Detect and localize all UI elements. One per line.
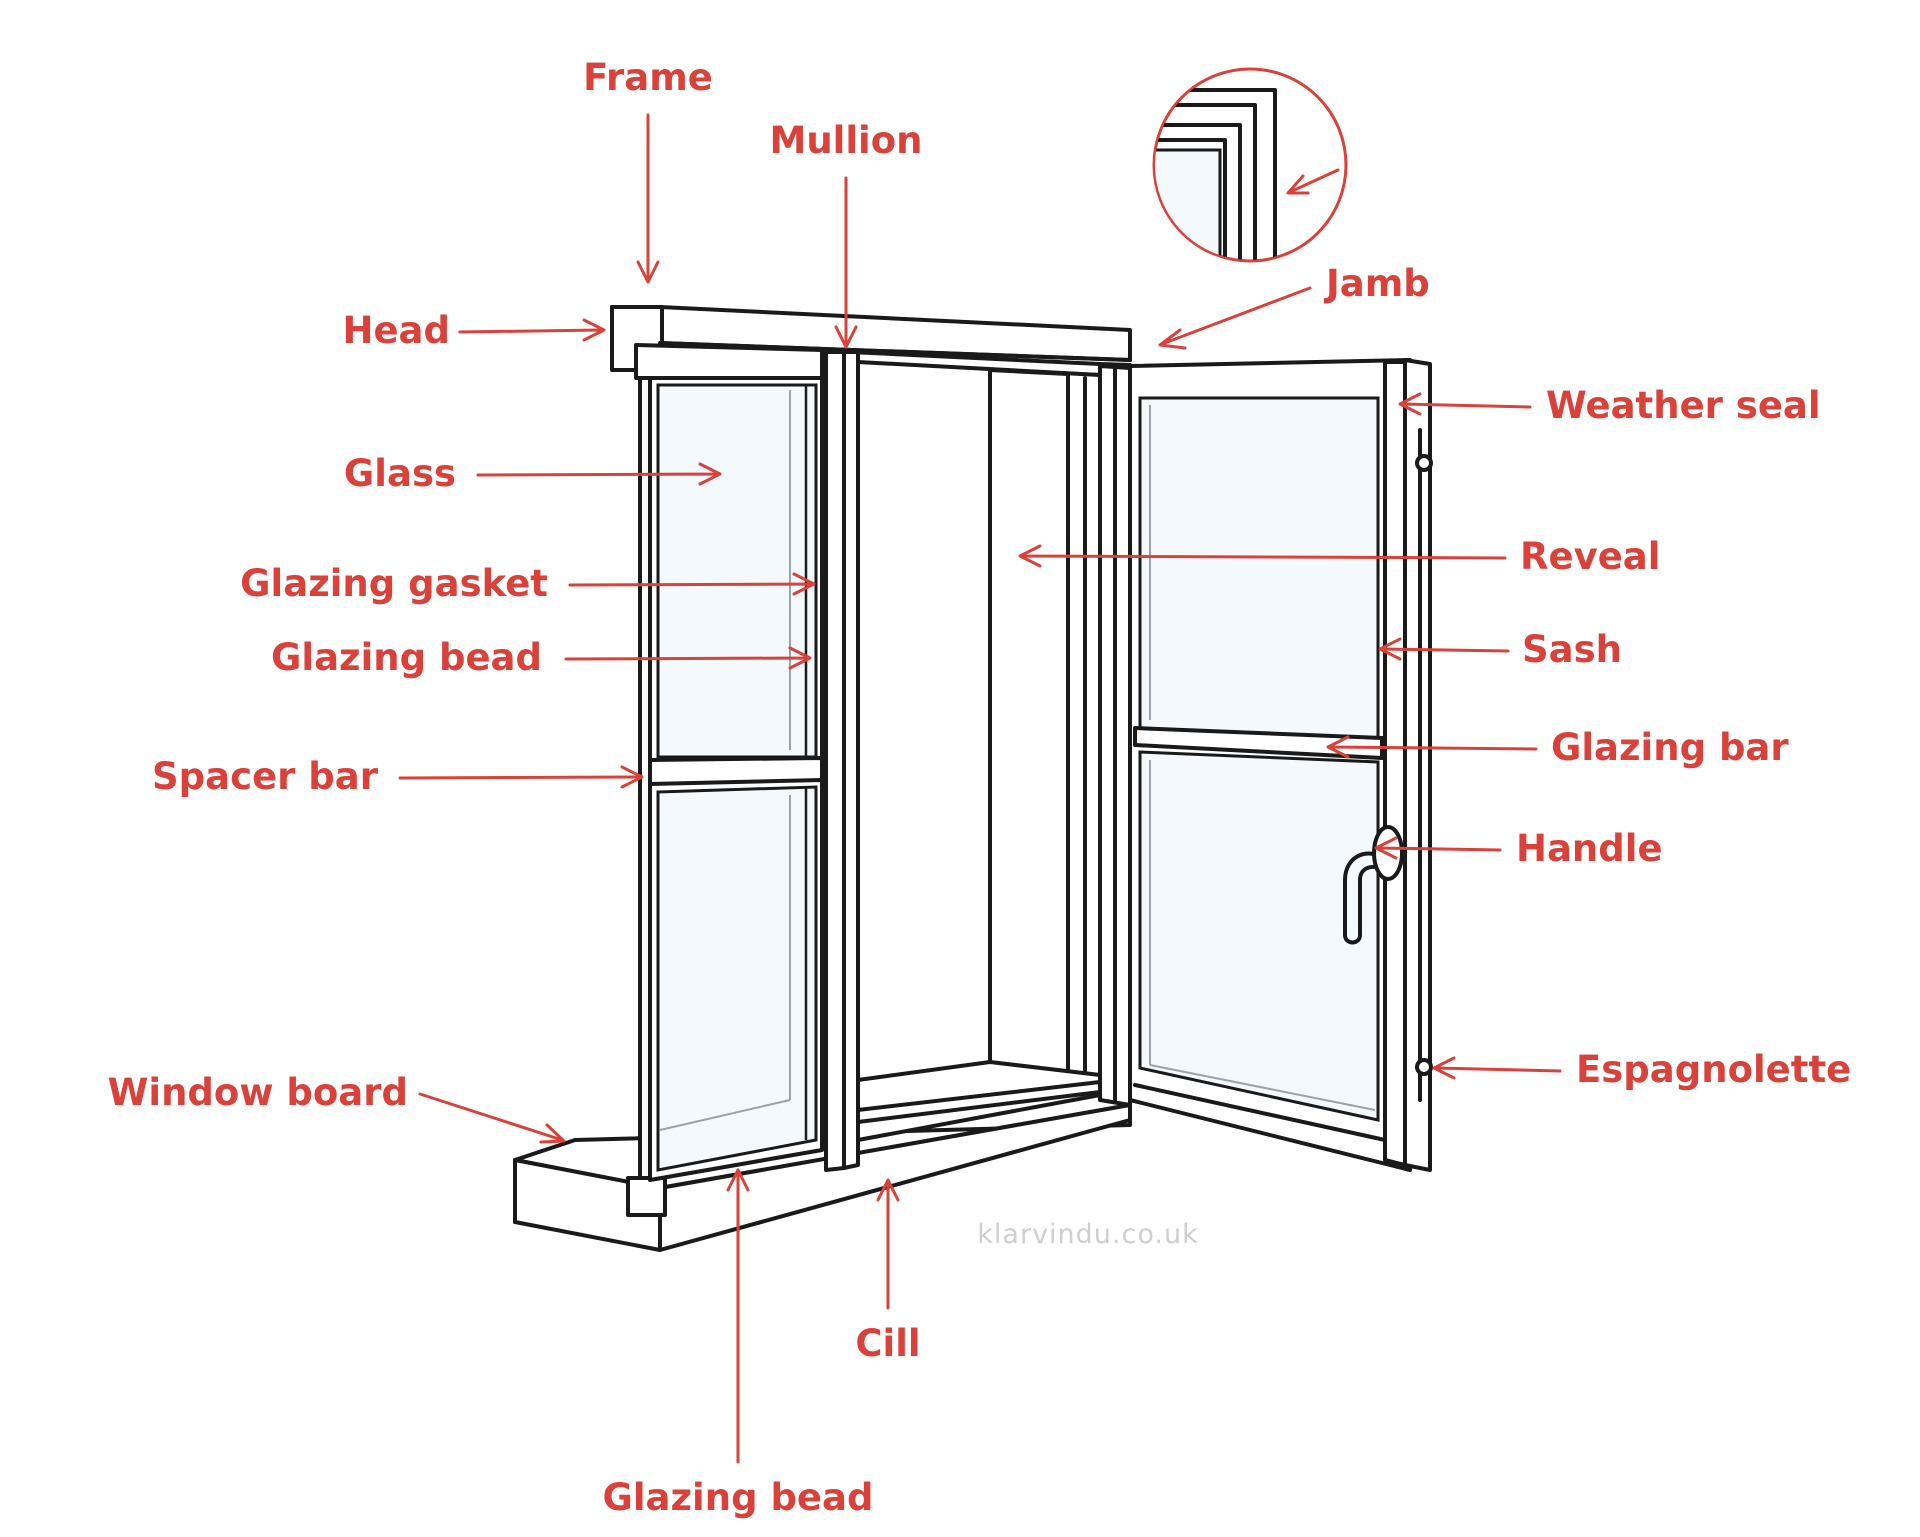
label-spacer-bar: Spacer bar [152, 755, 379, 798]
label-espagnolette: Espagnolette [1576, 1048, 1851, 1091]
window-illustration [513, 305, 1433, 1252]
label-glass: Glass [344, 452, 456, 495]
left-upper-pane [648, 376, 824, 764]
leader-arrows [398, 113, 1562, 1464]
espagnolette-arrow [1432, 1056, 1562, 1080]
spacer-bar-arrow [398, 765, 644, 789]
mullion-arrow [834, 176, 858, 349]
label-head: Head [342, 309, 450, 352]
label-jamb: Jamb [1323, 262, 1430, 305]
labels: Frame Mullion Jamb Head Weather seal Gla… [108, 56, 1852, 1519]
handle-arrow [1374, 836, 1502, 860]
opened-sash [1128, 358, 1433, 1172]
weather-seal-arrow [1398, 392, 1532, 416]
jamb-detail-arrow [1286, 168, 1340, 195]
glazing-bead-bottom-arrow [726, 1168, 750, 1464]
label-glazing-bead-left: Glazing bead [271, 636, 542, 679]
label-weather-seal: Weather seal [1546, 384, 1821, 427]
label-cill: Cill [855, 1322, 920, 1365]
label-window-board: Window board [108, 1071, 408, 1114]
label-glazing-bar: Glazing bar [1551, 726, 1789, 769]
right-jamb-shape [1098, 364, 1132, 1107]
sash-arrow [1378, 637, 1510, 661]
reveal-arrow [1018, 544, 1507, 568]
reveal-shape [856, 360, 1102, 1142]
jamb-arrow [1158, 286, 1312, 350]
mullion-shape [824, 350, 860, 1172]
glass-arrow [476, 462, 722, 486]
label-glazing-bead-bottom: Glazing bead [603, 1476, 874, 1519]
left-lower-pane [648, 778, 824, 1182]
label-reveal: Reveal [1520, 535, 1660, 578]
label-glazing-gasket: Glazing gasket [240, 562, 548, 605]
glazing-bar-arrow [1326, 735, 1538, 759]
label-mullion: Mullion [770, 119, 923, 162]
glazing-bead-left-arrow [564, 646, 812, 670]
label-handle: Handle [1516, 827, 1663, 870]
window-board-arrow [418, 1092, 566, 1144]
label-sash: Sash [1522, 628, 1622, 671]
cill-arrow [876, 1178, 900, 1310]
jamb-detail-circle [1152, 67, 1348, 263]
watermark: klarvindu.co.uk [977, 1219, 1198, 1250]
frame-arrow [636, 113, 660, 284]
label-frame: Frame [583, 56, 713, 99]
glazing-gasket-arrow [568, 572, 816, 596]
head-arrow [458, 318, 606, 342]
